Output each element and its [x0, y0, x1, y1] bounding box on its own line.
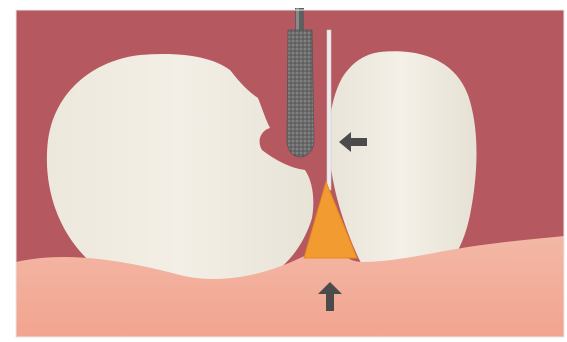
dental-bur-icon	[287, 8, 314, 157]
matrix-band	[327, 30, 331, 190]
